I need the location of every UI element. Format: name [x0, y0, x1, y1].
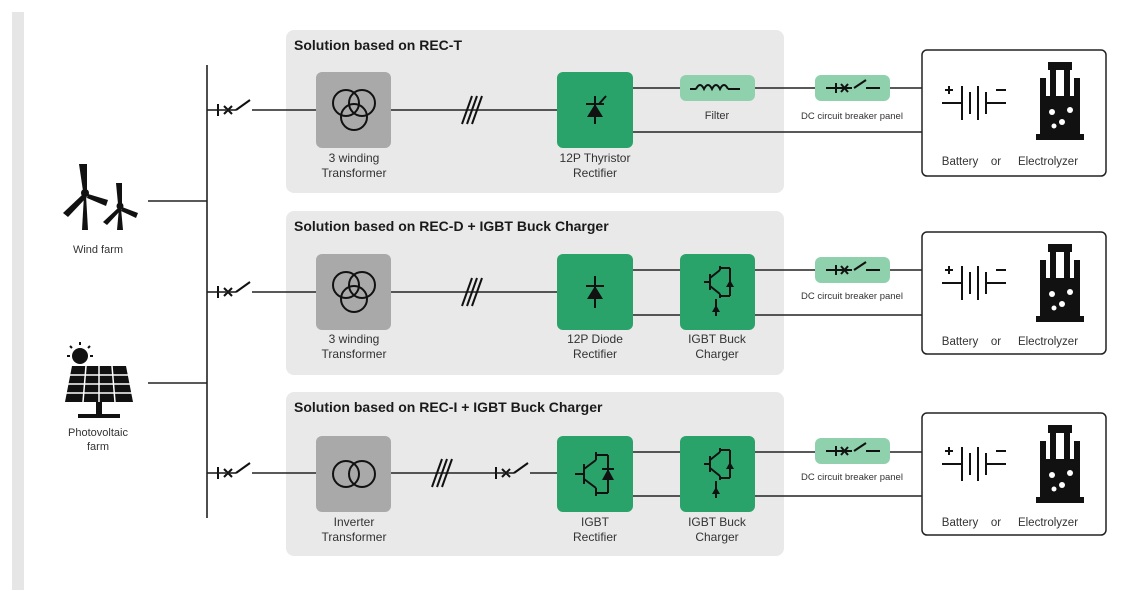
- two-winding-transformer-icon-3: [332, 460, 376, 488]
- load-box-3: [921, 412, 1107, 536]
- load-box-1: [921, 49, 1107, 177]
- dc-breaker-box-2: [815, 257, 890, 283]
- solution-1-title: Solution based on REC-T: [294, 37, 462, 53]
- load-1-label-electrolyzer: Electrolyzer: [1018, 156, 1078, 168]
- rectifier-1-label-line2: Rectifier: [573, 166, 617, 180]
- electrolyzer-icon-2: [1036, 244, 1084, 322]
- transformer-2-label-line2: Transformer: [322, 347, 387, 361]
- transformer-2-label-line1: 3 winding: [329, 332, 380, 346]
- load-3-label-or: or: [991, 517, 1001, 529]
- solution-panel-1: [286, 30, 784, 193]
- solution-3-title: Solution based on REC-I + IGBT Buck Char…: [294, 399, 603, 415]
- pv-farm-label-line1: Photovoltaic: [68, 427, 128, 439]
- load-2-label-battery: Battery: [942, 336, 979, 348]
- solution-panel-2: [286, 211, 784, 375]
- transformer-1-label-line1: 3 winding: [329, 151, 380, 165]
- battery-icon-2: [942, 266, 1006, 300]
- rectifier-2-label-line2: Rectifier: [573, 347, 617, 361]
- ac-breaker-row-3: [207, 462, 316, 479]
- left-side-bar: [12, 12, 24, 590]
- transformer-2-box: [316, 254, 391, 330]
- dc-breaker-label-3: DC circuit breaker panel: [801, 472, 903, 483]
- dc-breaker-label-2: DC circuit breaker panel: [801, 291, 903, 302]
- rectifier-2-label-line1: 12P Diode: [567, 332, 623, 346]
- igbt-icon-rectifier-3: [575, 452, 614, 496]
- electrolyzer-icon-1: [1036, 62, 1084, 140]
- electrolyzer-icon-3: [1036, 425, 1084, 503]
- dc-breaker-box-1: [815, 75, 890, 101]
- igbt-icon-charger-2: [704, 266, 734, 316]
- igbt-icon-charger-3: [704, 448, 734, 498]
- ac-breaker-rectifier-input-3: [495, 462, 557, 479]
- dc-breaker-switch-icon-2: [826, 261, 880, 275]
- load-2-label-or: or: [991, 336, 1001, 348]
- load-1-label-battery: Battery: [942, 156, 979, 168]
- battery-icon-3: [942, 447, 1006, 481]
- charger-2-label-line2: Charger: [695, 347, 738, 361]
- transformer-3-label-line1: Inverter: [334, 515, 375, 529]
- load-2-label-electrolyzer: Electrolyzer: [1018, 336, 1078, 348]
- three-winding-transformer-icon-2: [332, 271, 376, 313]
- load-box-2: [921, 231, 1107, 355]
- filter-box: [680, 75, 755, 101]
- solution-2-title: Solution based on REC-D + IGBT Buck Char…: [294, 218, 609, 234]
- load-3-label-battery: Battery: [942, 517, 979, 529]
- rectifier-3-label-line2: Rectifier: [573, 530, 617, 544]
- dc-breaker-switch-icon-1: [826, 79, 880, 93]
- charger-2-label-line1: IGBT Buck: [688, 332, 747, 346]
- diode-icon: [586, 276, 604, 308]
- inductor-icon: [690, 84, 740, 92]
- dc-breaker-switch-icon-3: [826, 442, 880, 456]
- charger-3-label-line1: IGBT Buck: [688, 515, 747, 529]
- ac-breaker-row-2: [207, 281, 316, 298]
- transformer-1-label-line2: Transformer: [322, 166, 387, 180]
- igbt-rectifier-box: [557, 436, 633, 512]
- three-phase-marker-2: [461, 277, 483, 307]
- solar-panel-icon: [65, 342, 133, 418]
- rectifier-3-label-line1: IGBT: [581, 515, 610, 529]
- wind-farm-label: Wind farm: [73, 244, 123, 256]
- wind-turbine-icon: [63, 164, 138, 230]
- thyristor-icon: [586, 95, 607, 124]
- charger-3-label-line2: Charger: [695, 530, 738, 544]
- pv-farm-label-line2: farm: [87, 441, 109, 453]
- ac-breaker-row-1: [207, 99, 316, 116]
- load-1-label-or: or: [991, 156, 1001, 168]
- three-phase-marker-3: [431, 458, 453, 488]
- solution-panel-3: [286, 392, 784, 556]
- filter-label: Filter: [705, 110, 730, 122]
- dc-breaker-label-1: DC circuit breaker panel: [801, 111, 903, 122]
- transformer-3-label-line2: Transformer: [322, 530, 387, 544]
- dc-breaker-box-3: [815, 438, 890, 464]
- three-phase-marker-1: [461, 95, 483, 125]
- transformer-3-box: [316, 436, 391, 512]
- rectifier-1-label-line1: 12P Thyristor: [560, 151, 631, 165]
- load-3-label-electrolyzer: Electrolyzer: [1018, 517, 1078, 529]
- three-winding-transformer-icon-1: [332, 89, 376, 131]
- battery-icon-1: [942, 86, 1006, 120]
- transformer-1-box: [316, 72, 391, 148]
